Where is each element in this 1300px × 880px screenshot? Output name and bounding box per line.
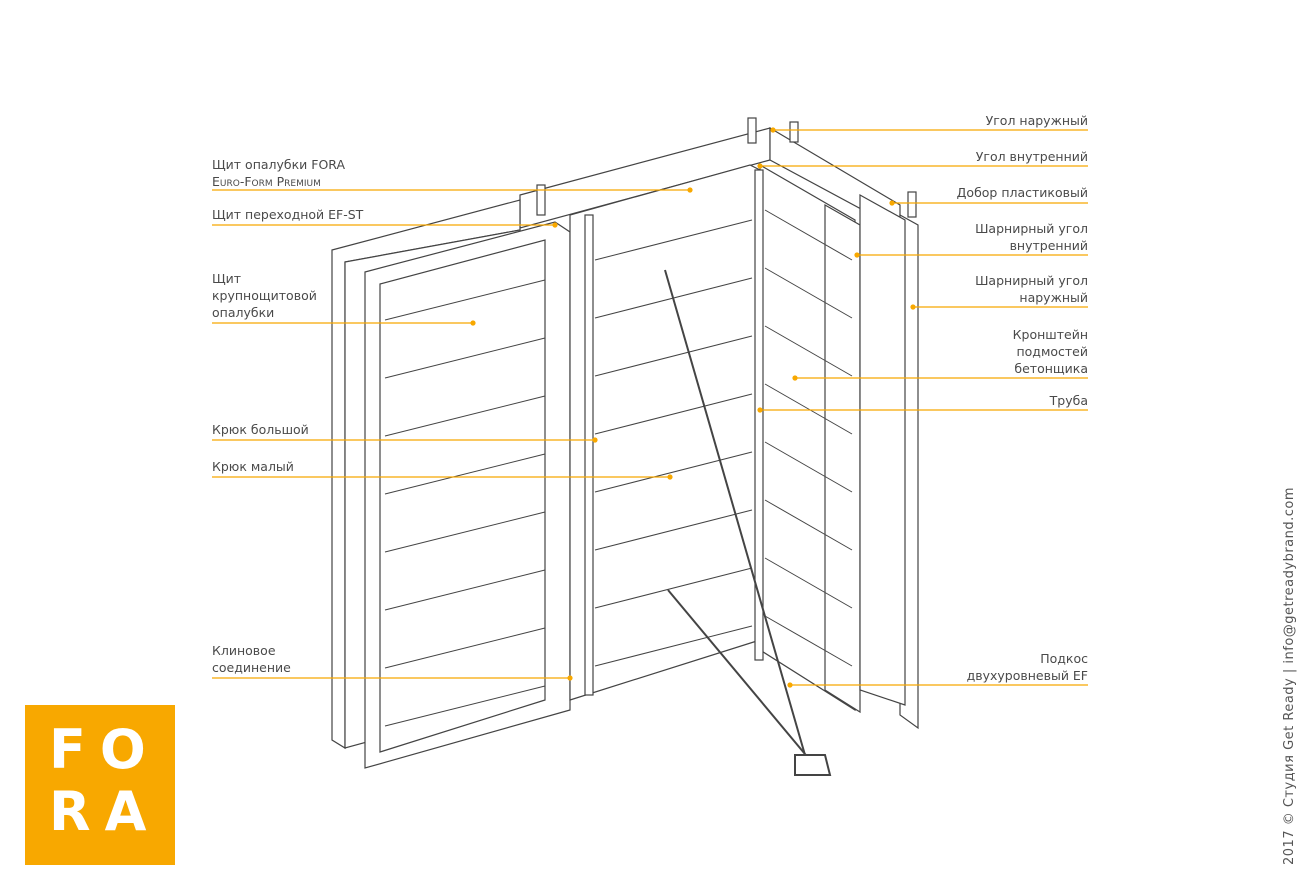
panel-rib [384,279,546,321]
leader-dot [792,375,798,381]
pipe [536,184,546,216]
label-transition-panel: Щит переходной EF-ST [212,207,364,222]
leader-dot [770,127,776,133]
leader-dot [592,437,598,443]
panel-rib [764,499,853,551]
panel-rib [764,325,853,377]
panel-rib [594,567,753,609]
front-panel-inner [379,239,546,753]
panel-rib [384,453,546,495]
panel-rib [594,451,753,493]
pipe [907,191,917,218]
panel-rib [384,395,546,437]
panel-rib [764,383,853,435]
side-panel-back [859,193,906,706]
panel-ribs [384,209,853,727]
leader-dot [552,222,558,228]
leader-dot [667,474,673,480]
vertical-pipe [754,169,764,661]
leader-dot [567,675,573,681]
panel-rib [384,511,546,553]
panel-rib [594,335,753,377]
panel-rib [594,509,753,551]
credit-text: 2017 © Студия Get Ready | info@getreadyb… [1282,486,1297,865]
push-pull-prop [664,269,832,776]
leader-dot [687,187,693,193]
leader-dot [889,200,895,206]
pipe [789,121,799,143]
hinged-inner-corner [824,203,861,714]
panel-rib [384,685,546,727]
label-inner-corner: Угол внутренний [975,149,1088,164]
panel-rib [764,209,853,261]
label-outer-corner: Угол наружный [985,113,1088,128]
leader-lines [212,127,1088,688]
leader-dot [757,407,763,413]
leader-dot [854,252,860,258]
panel-rib [384,337,546,379]
panel-rib [594,393,753,435]
panel-rib [764,267,853,319]
leader-dot [757,163,763,169]
panel-rib [384,627,546,669]
leader-dot [910,304,916,310]
label-small-hook: Крюк малый [212,459,294,474]
panel-rib [764,441,853,493]
vertical-pipe [584,214,594,696]
panel-rib [594,625,753,667]
panel-rib [384,569,546,611]
pipe [747,117,757,144]
panel-rib [594,219,753,261]
leader-dot [787,682,793,688]
leader-dot [470,320,476,326]
label-large-hook: Крюк большой [212,422,309,437]
formwork-drawing [331,117,919,769]
label-plastic-filler: Добор пластиковый [956,185,1088,200]
main-wall [569,164,761,701]
label-pipe: Труба [1049,393,1088,408]
panel-rib [764,615,853,667]
panel-rib [764,557,853,609]
